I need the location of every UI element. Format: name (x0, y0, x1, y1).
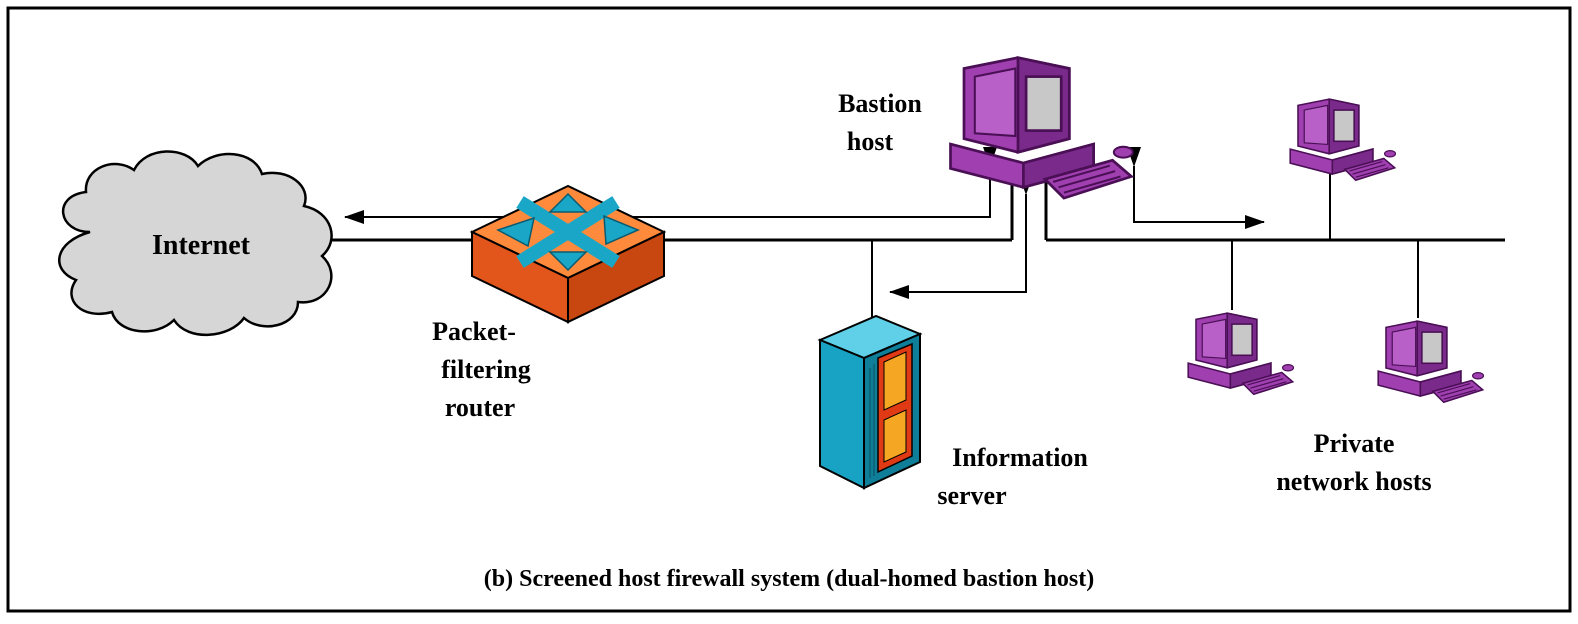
private-host-computer-icon (1377, 320, 1485, 404)
router-label-line1: Packet- (432, 317, 516, 346)
bastion-label-line2: host (847, 127, 894, 156)
private-hosts-label-line2: network hosts (1276, 467, 1431, 496)
private-host-computer-icon (1289, 98, 1397, 182)
router-label-line3: router (445, 393, 515, 422)
server-label-line1: Information (952, 443, 1088, 472)
figure-caption: (b) Screened host firewall system (dual-… (484, 566, 1094, 592)
bastion-host-computer-icon (949, 56, 1135, 200)
internet-bastion-arrow (344, 147, 997, 224)
bastion-label-line1: Bastion (838, 89, 922, 118)
bastion-server-arrow (889, 175, 1033, 299)
internet-label: Internet (152, 230, 251, 261)
server-label-line2: server (937, 481, 1006, 510)
router-label-line2: filtering (441, 355, 531, 384)
internet-cloud-icon (58, 150, 333, 336)
information-server-icon (817, 314, 923, 490)
bastion-private-arrow (1127, 147, 1265, 229)
frame-border (6, 6, 1572, 613)
private-host-computer-icon (1187, 312, 1295, 396)
router-icon (469, 184, 667, 324)
private-hosts-label-line1: Private (1314, 429, 1395, 458)
